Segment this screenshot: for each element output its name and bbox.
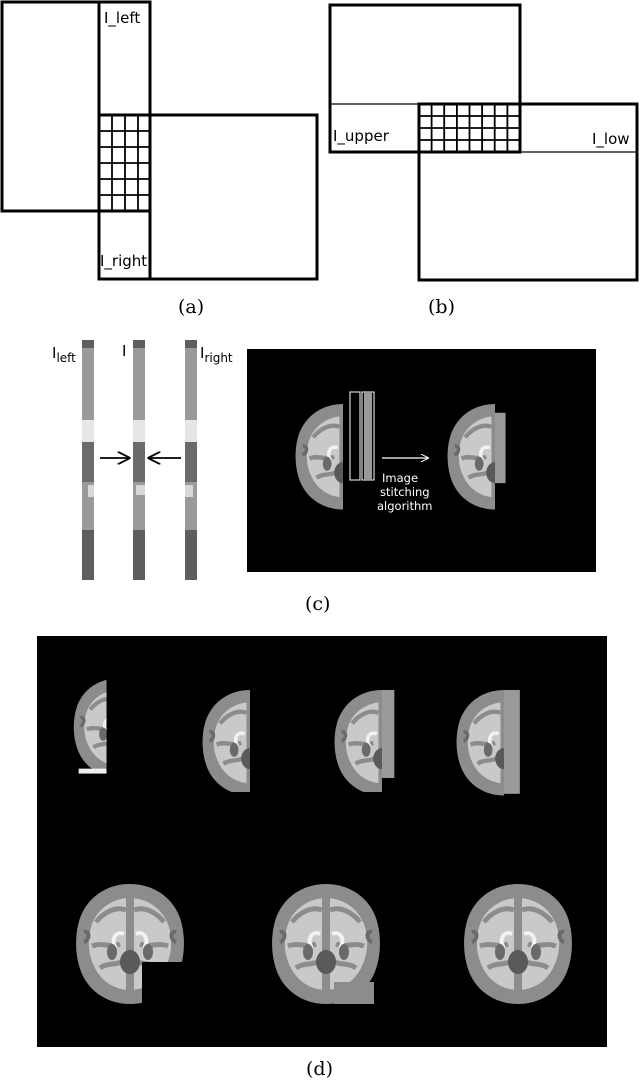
algo-label-line2: stitching — [380, 485, 430, 499]
overlap-grid-b — [419, 103, 520, 153]
strip-right — [185, 340, 197, 580]
label-i-low: I_low — [592, 130, 630, 149]
label-i-left: I_left — [104, 9, 140, 28]
label-strip-mid: I — [122, 342, 126, 360]
brain-step-4 — [457, 690, 520, 796]
label-i-upper: I_upper — [333, 127, 390, 146]
brain-step-3 — [335, 690, 395, 796]
overlap-strip-box-1 — [349, 391, 361, 481]
label-strip-right: Iright — [200, 344, 233, 365]
brain-step-6 — [272, 884, 380, 1004]
brain-step-7 — [464, 884, 572, 1004]
panel-a: I_left I_right (a) — [0, 0, 319, 318]
label-i-right: I_right — [100, 252, 147, 271]
algo-label-line1: Image — [382, 471, 418, 485]
rect-lower-image — [417, 102, 639, 282]
caption-d: (d) — [306, 1058, 333, 1080]
algo-label-line3: algorithm — [377, 499, 433, 513]
panel-d: (d) — [37, 636, 607, 1080]
caption-c: (c) — [305, 593, 330, 615]
brain-partial-c-right — [448, 404, 506, 510]
strip-middle — [133, 340, 145, 580]
strip-left — [82, 340, 94, 580]
rect-right-image — [97, 113, 319, 281]
panel-c: Ileft I Iright Image stitching algorithm… — [52, 340, 596, 615]
brain-step-1 — [74, 678, 162, 774]
caption-a: (a) — [178, 296, 204, 318]
panel-b: I_upper I_low (b) — [328, 3, 639, 318]
label-strip-left: Ileft — [52, 344, 76, 365]
caption-b: (b) — [428, 296, 455, 318]
overlap-grid-a — [99, 114, 150, 212]
